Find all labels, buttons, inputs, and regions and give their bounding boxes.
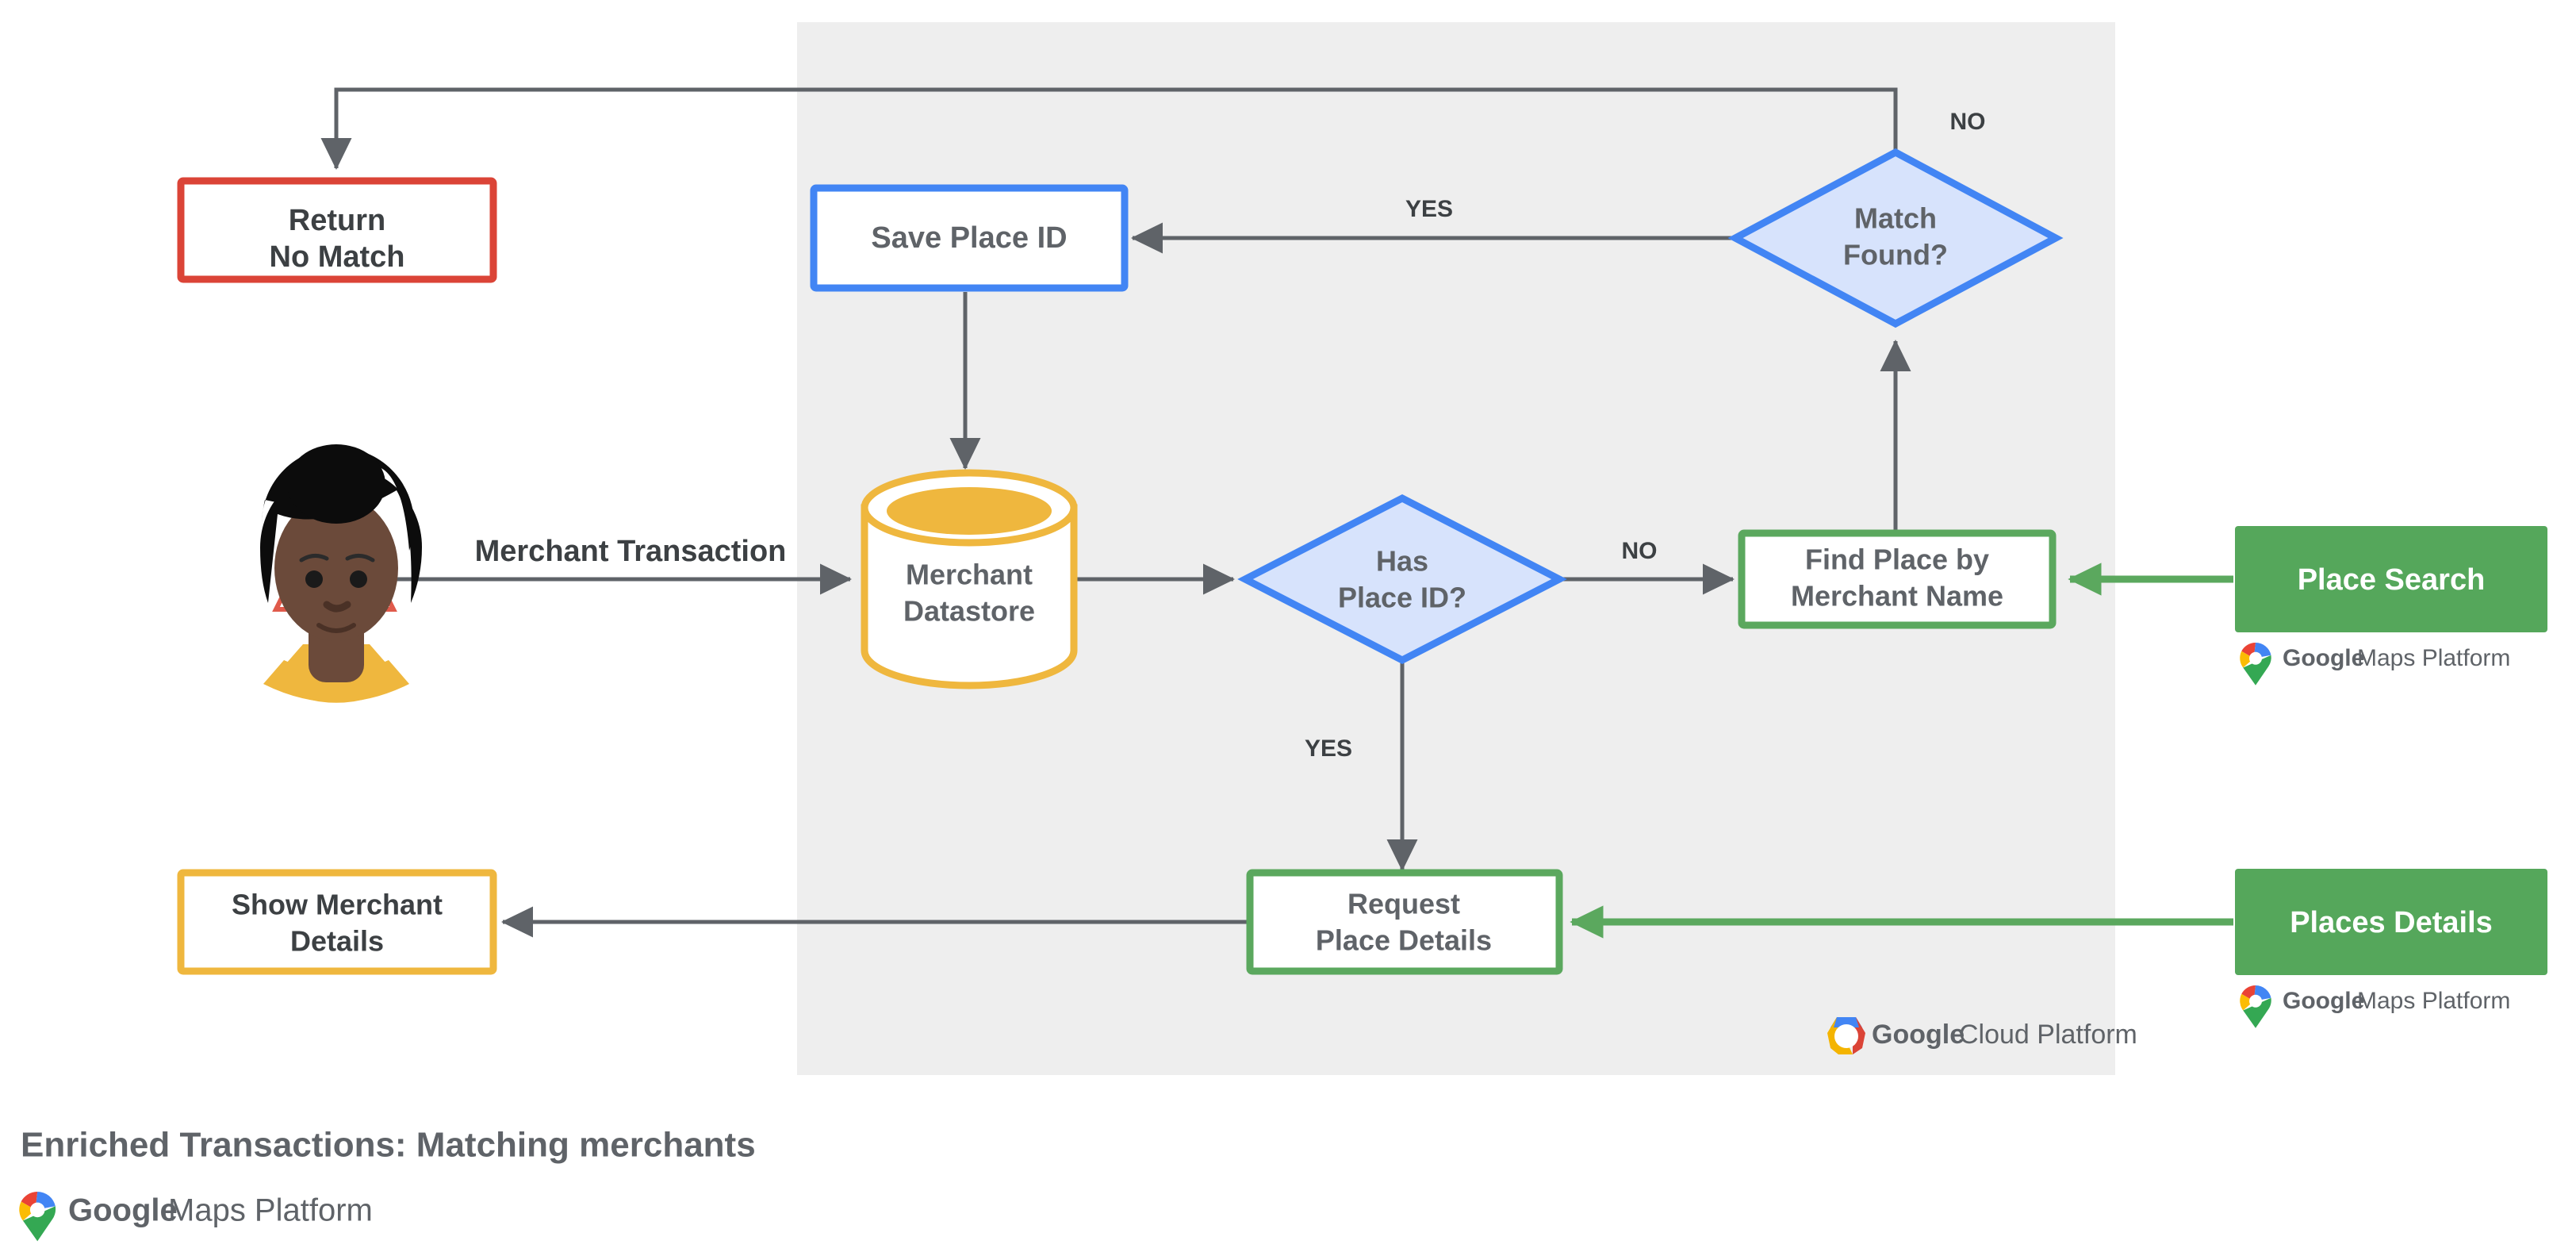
maps-brand-places-details: Google Maps Platform bbox=[2240, 985, 2510, 1028]
node-place-search[interactable]: Place Search bbox=[2235, 526, 2547, 632]
node-find-place-line2: Merchant Name bbox=[1791, 580, 2003, 613]
cloud-brand-google-word: Google bbox=[1872, 1020, 1965, 1050]
node-request-place-details-line1: Request bbox=[1347, 888, 1460, 920]
maps-brand-ps-google-word: Google bbox=[2283, 645, 2364, 671]
maps-brand-footer-maps-platform-word: Maps Platform bbox=[168, 1193, 373, 1228]
maps-brand-footer: Google Maps Platform bbox=[19, 1192, 373, 1242]
edge-label-has-place-id-yes: YES bbox=[1305, 735, 1352, 762]
node-has-place-id-line2: Place ID? bbox=[1338, 582, 1466, 614]
node-has-place-id[interactable]: Has Place ID? bbox=[1237, 494, 1567, 665]
maps-brand-place-search: Google Maps Platform bbox=[2240, 643, 2510, 686]
node-request-place-details[interactable]: Request Place Details bbox=[1246, 869, 1563, 975]
node-save-place-id-label: Save Place ID bbox=[871, 221, 1067, 255]
node-find-place-by-merchant-name[interactable]: Find Place by Merchant Name bbox=[1738, 529, 2057, 629]
node-return-no-match-line2: No Match bbox=[270, 240, 405, 274]
edge-label-has-place-id-no: NO bbox=[1622, 538, 1658, 564]
node-return-no-match-line1: Return bbox=[289, 204, 385, 237]
edge-label-match-found-no: NO bbox=[1950, 109, 1986, 135]
google-cloud-hexagon-icon bbox=[1827, 1017, 1865, 1054]
diagram-title: Enriched Transactions: Matching merchant… bbox=[21, 1126, 756, 1165]
node-save-place-id[interactable]: Save Place ID bbox=[810, 184, 1129, 292]
maps-pin-icon bbox=[2240, 985, 2271, 1028]
node-show-merchant-line2: Details bbox=[290, 925, 384, 958]
maps-brand-footer-google-word: Google bbox=[68, 1193, 178, 1228]
node-has-place-id-line1: Has bbox=[1376, 545, 1428, 578]
node-match-found-line1: Match bbox=[1854, 202, 1937, 235]
node-places-details[interactable]: Places Details bbox=[2235, 869, 2547, 975]
cloud-brand-cloud-platform-word: Cloud Platform bbox=[1959, 1020, 2137, 1050]
maps-brand-pd-google-word: Google bbox=[2283, 988, 2364, 1014]
edge-match-found-no bbox=[320, 87, 1898, 171]
node-places-details-label: Places Details bbox=[2290, 906, 2493, 939]
node-merchant-datastore-line1: Merchant bbox=[906, 559, 1033, 591]
node-return-no-match[interactable]: Return No Match bbox=[177, 177, 497, 283]
maps-brand-ps-maps-platform-word: Maps Platform bbox=[2357, 645, 2510, 671]
maps-brand-pd-maps-platform-word: Maps Platform bbox=[2357, 988, 2510, 1014]
node-show-merchant-line1: Show Merchant bbox=[232, 889, 443, 921]
maps-pin-icon bbox=[2240, 643, 2271, 686]
node-place-search-label: Place Search bbox=[2298, 563, 2486, 597]
maps-pin-icon bbox=[19, 1192, 56, 1242]
node-request-place-details-line2: Place Details bbox=[1316, 924, 1492, 957]
node-match-found-line2: Found? bbox=[1843, 239, 1948, 271]
cloud-brand-panel: Google Cloud Platform bbox=[1827, 1017, 2137, 1054]
node-merchant-datastore[interactable]: Merchant Datastore bbox=[861, 469, 1078, 689]
edge-label-match-found-yes: YES bbox=[1405, 196, 1453, 222]
node-match-found[interactable]: Match Found? bbox=[1727, 148, 2064, 328]
node-merchant-datastore-line2: Datastore bbox=[903, 595, 1035, 628]
merchant-customer-avatar bbox=[260, 444, 423, 703]
edge-label-merchant-transaction: Merchant Transaction bbox=[475, 535, 787, 568]
node-show-merchant-details[interactable]: Show Merchant Details bbox=[177, 869, 497, 975]
node-find-place-line1: Find Place by bbox=[1805, 543, 1989, 576]
